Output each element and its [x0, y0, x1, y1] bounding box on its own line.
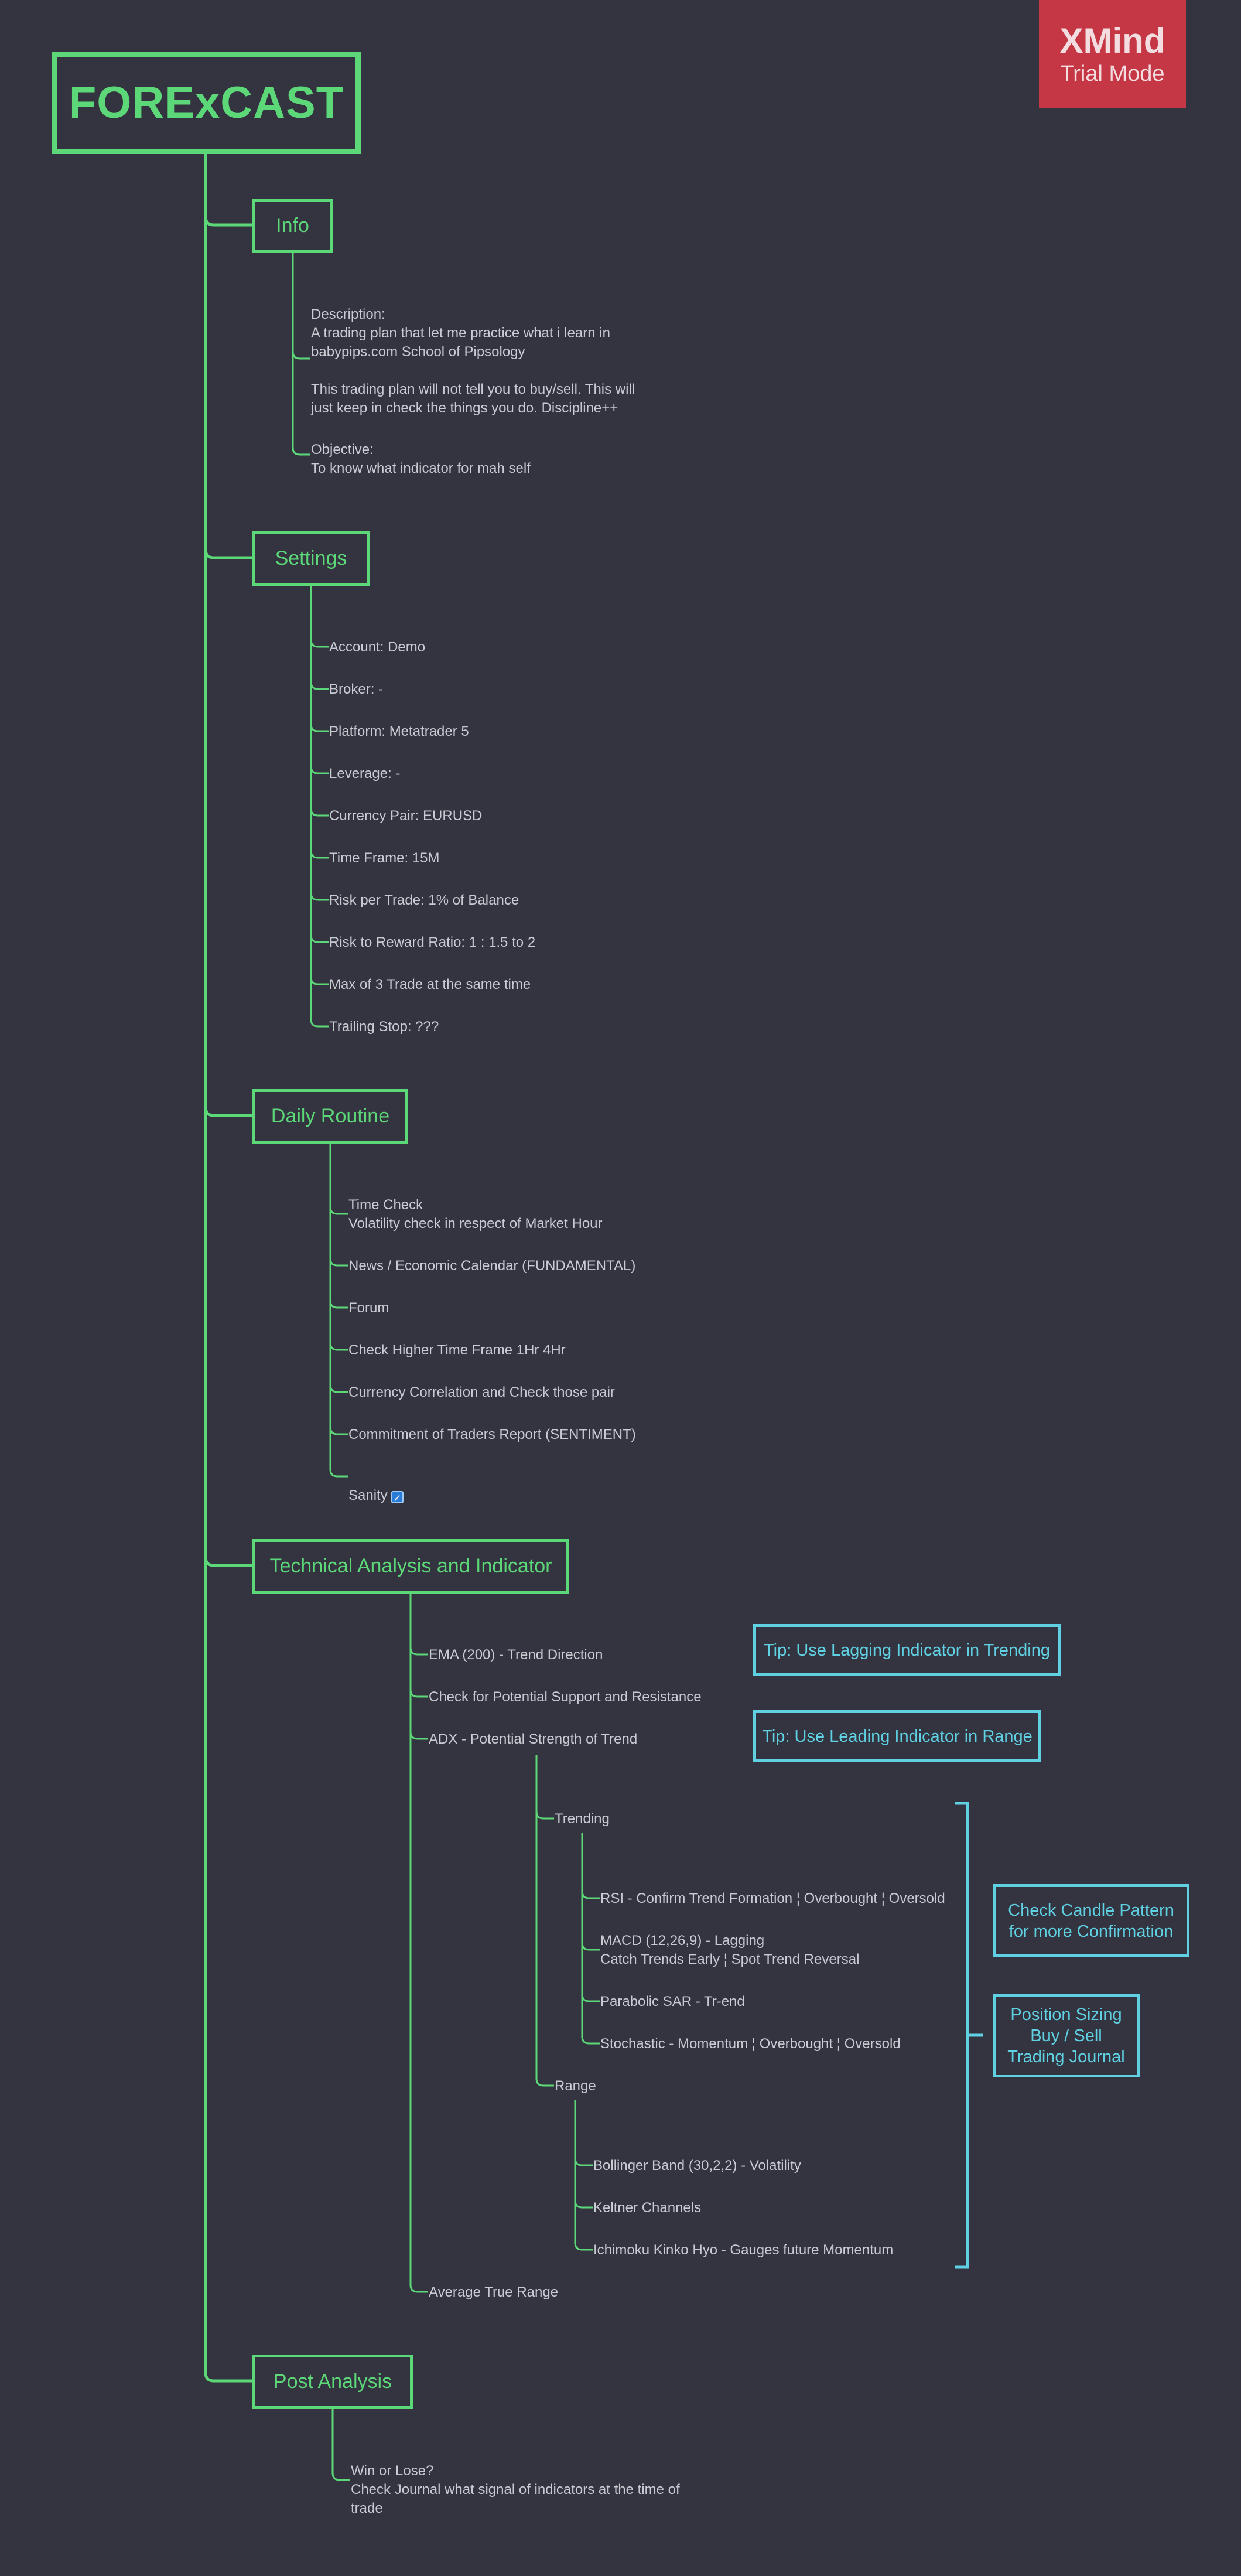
- daily-cot-report[interactable]: Commitment of Traders Report (SENTIMENT): [348, 1427, 636, 1442]
- tech-adx[interactable]: ADX - Potential Strength of Trend: [429, 1731, 638, 1747]
- settings-branch-6: [310, 892, 329, 901]
- root-topic[interactable]: FORExCAST: [52, 52, 361, 154]
- adx-branch-0: [535, 1811, 554, 1820]
- topic-daily-routine[interactable]: Daily Routine: [252, 1089, 408, 1144]
- tip-lagging-indicator[interactable]: Tip: Use Lagging Indicator in Trending: [753, 1624, 1061, 1676]
- daily-news-calendar[interactable]: News / Economic Calendar (FUNDAMENTAL): [348, 1258, 636, 1274]
- info-branch-1: [292, 447, 310, 456]
- settings-risk-per-trade[interactable]: Risk per Trade: 1% of Balance: [329, 892, 519, 908]
- topic-info[interactable]: Info: [252, 199, 333, 253]
- root-branch-0: [204, 216, 252, 227]
- settings-branch-5: [310, 850, 329, 859]
- trending-branch-2: [581, 1994, 600, 2002]
- root-branch-2: [204, 1107, 252, 1117]
- technical-branch-3: [409, 2284, 428, 2293]
- sanity-checkbox-icon[interactable]: ✓: [391, 1491, 404, 1504]
- tech-support-resistance[interactable]: Check for Potential Support and Resistan…: [429, 1689, 702, 1705]
- summary-bracket: [955, 1802, 969, 2269]
- daily-forum[interactable]: Forum: [348, 1300, 389, 1316]
- daily-currency-correlation[interactable]: Currency Correlation and Check those pai…: [348, 1384, 615, 1400]
- range-label[interactable]: Range: [555, 2078, 596, 2094]
- settings-platform[interactable]: Platform: Metatrader 5: [329, 724, 469, 739]
- settings-branch-8: [310, 977, 329, 985]
- root-branch-4: [204, 2372, 252, 2383]
- technical-branch-2: [409, 1731, 428, 1740]
- daily-branch-2: [329, 1300, 348, 1309]
- adx-branch-1: [535, 2078, 554, 2087]
- daily-branch-3: [329, 1342, 348, 1351]
- settings-trailing-stop[interactable]: Trailing Stop: ???: [329, 1019, 439, 1035]
- tip-leading-indicator[interactable]: Tip: Use Leading Indicator in Range: [753, 1710, 1041, 1762]
- settings-account[interactable]: Account: Demo: [329, 639, 426, 655]
- trending-rsi[interactable]: RSI - Confirm Trend Formation ¦ Overboug…: [600, 1891, 945, 1906]
- settings-time-frame[interactable]: Time Frame: 15M: [329, 850, 440, 866]
- trending-label[interactable]: Trending: [555, 1811, 610, 1827]
- settings-max-trades[interactable]: Max of 3 Trade at the same time: [329, 977, 531, 992]
- settings-branch-4: [310, 808, 329, 817]
- trending-branch-0: [581, 1891, 600, 1899]
- watermark-subtitle: Trial Mode: [1060, 61, 1165, 86]
- settings-leverage[interactable]: Leverage: -: [329, 766, 401, 782]
- technical-branch-0: [409, 1647, 428, 1656]
- settings-branch-0: [310, 639, 329, 648]
- settings-risk-reward[interactable]: Risk to Reward Ratio: 1 : 1.5 to 2: [329, 934, 536, 950]
- settings-currency-pair[interactable]: Currency Pair: EURUSD: [329, 808, 483, 824]
- daily-branch-1: [329, 1258, 348, 1267]
- trending-stochastic[interactable]: Stochastic - Momentum ¦ Overbought ¦ Ove…: [600, 2036, 901, 2052]
- root-branch-3: [204, 1557, 252, 1567]
- tech-atr[interactable]: Average True Range: [429, 2284, 559, 2300]
- settings-branch-9: [310, 1019, 329, 1028]
- trending-branch-3: [581, 2036, 600, 2045]
- trending-macd[interactable]: MACD (12,26,9) - Lagging Catch Trends Ea…: [600, 1933, 860, 1967]
- topic-settings[interactable]: Settings: [252, 531, 370, 586]
- daily-time-check[interactable]: Time Check Volatility check in respect o…: [348, 1197, 603, 1231]
- daily-branch-6: [329, 1469, 348, 1478]
- root-branch-1: [204, 549, 252, 559]
- xmind-trial-watermark: XMind Trial Mode: [1039, 0, 1186, 108]
- settings-branch-3: [310, 766, 329, 774]
- daily-higher-timeframe[interactable]: Check Higher Time Frame 1Hr 4Hr: [348, 1342, 566, 1358]
- settings-branch-2: [310, 724, 329, 732]
- range-keltner[interactable]: Keltner Channels: [593, 2200, 702, 2216]
- daily-branch-0: [329, 1206, 348, 1215]
- settings-branch-1: [310, 681, 329, 690]
- settings-broker[interactable]: Broker: -: [329, 681, 384, 697]
- topic-post-analysis[interactable]: Post Analysis: [252, 2355, 413, 2409]
- info-objective[interactable]: Objective: To know what indicator for ma…: [311, 442, 531, 476]
- info-branch-0: [292, 351, 310, 360]
- settings-branch-7: [310, 934, 329, 943]
- watermark-title: XMind: [1059, 21, 1165, 60]
- trending-branch-1: [581, 1942, 600, 1951]
- range-ichimoku[interactable]: Ichimoku Kinko Hyo - Gauges future Momen…: [593, 2242, 894, 2258]
- callout-position-sizing[interactable]: Position Sizing Buy / Sell Trading Journ…: [993, 1994, 1140, 2077]
- range-branch-2: [574, 2242, 593, 2251]
- range-branch-0: [574, 2158, 593, 2166]
- trending-parabolic-sar[interactable]: Parabolic SAR - Tr-end: [600, 1994, 745, 2009]
- info-description[interactable]: Description: A trading plan that let me …: [311, 306, 635, 416]
- technical-branch-1: [409, 1689, 428, 1698]
- tech-ema[interactable]: EMA (200) - Trend Direction: [429, 1647, 603, 1663]
- daily-sanity[interactable]: Sanity✓: [348, 1468, 404, 1505]
- post-branch-0: [331, 2472, 350, 2481]
- daily-branch-5: [329, 1427, 348, 1435]
- callout-candle-pattern[interactable]: Check Candle Pattern for more Confirmati…: [993, 1884, 1189, 1957]
- range-branch-1: [574, 2200, 593, 2209]
- post-win-lose[interactable]: Win or Lose? Check Journal what signal o…: [351, 2463, 680, 2516]
- daily-branch-4: [329, 1384, 348, 1393]
- topic-technical-analysis[interactable]: Technical Analysis and Indicator: [252, 1539, 569, 1594]
- range-bollinger[interactable]: Bollinger Band (30,2,2) - Volatility: [593, 2158, 801, 2174]
- daily-sanity-label: Sanity: [348, 1487, 388, 1503]
